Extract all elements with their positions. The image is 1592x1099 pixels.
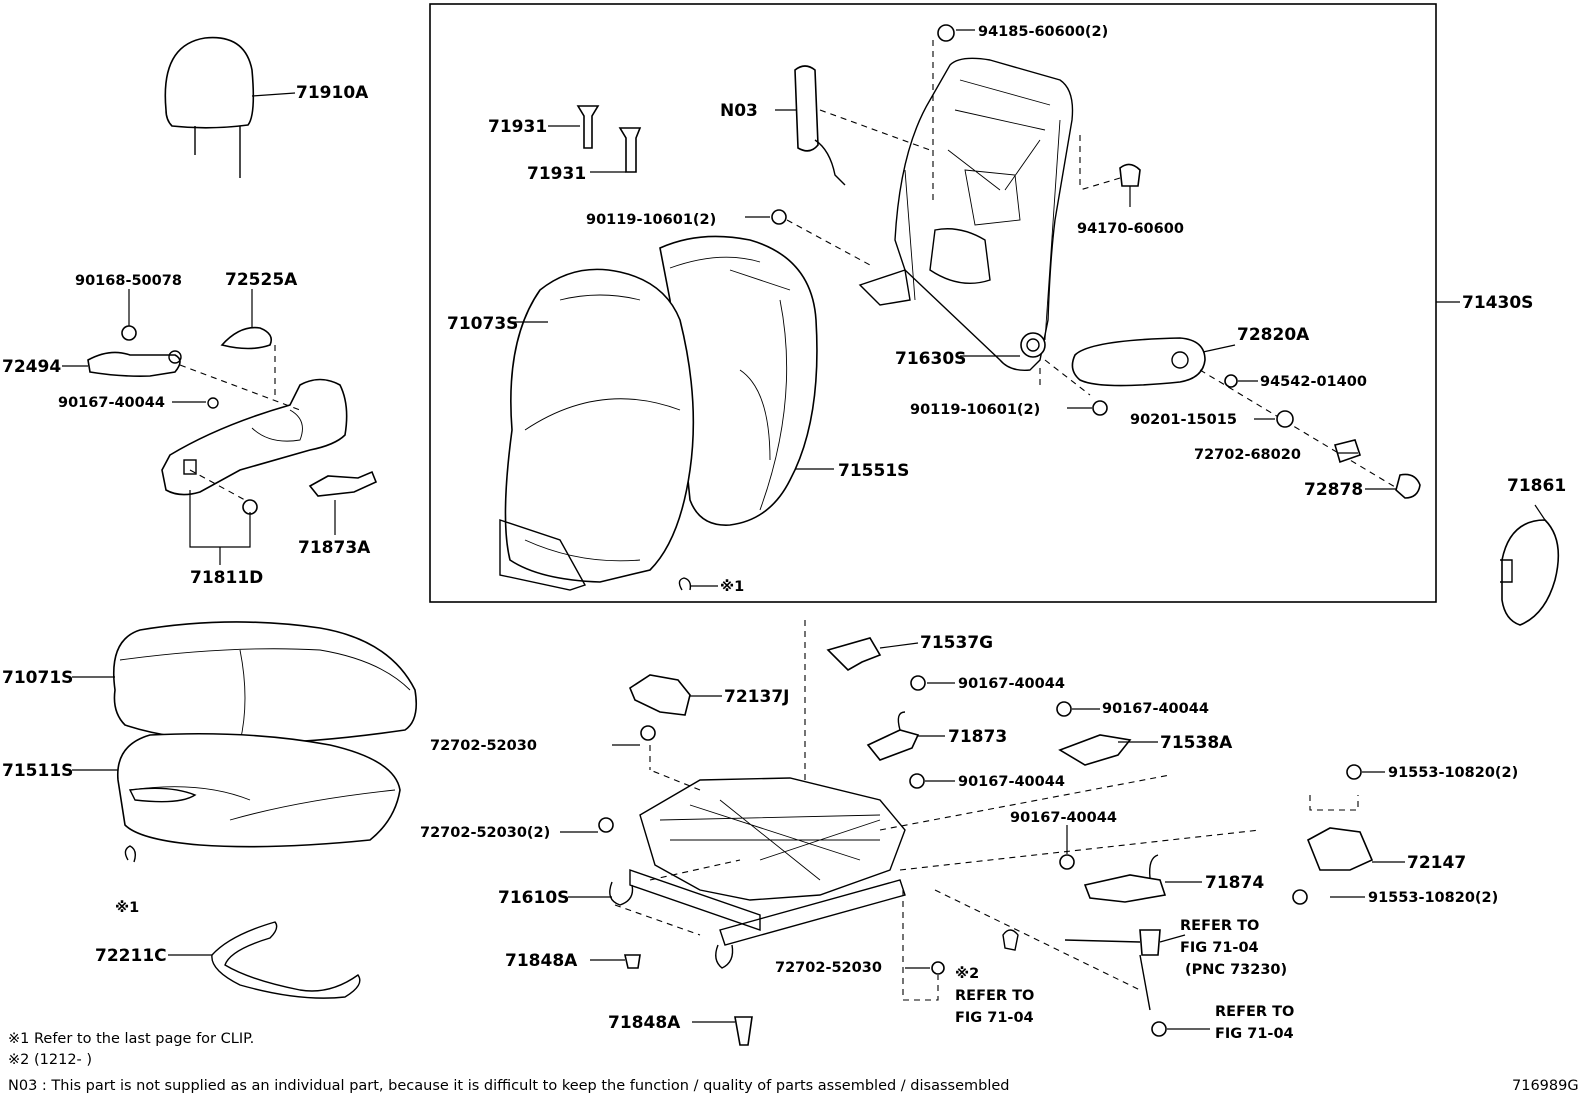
label-72525A: 72525A: [225, 270, 298, 290]
label-71537G: 71537G: [920, 633, 993, 653]
headrest-71910A[interactable]: [164, 36, 296, 178]
label-refer-to-3a: REFER TO: [1215, 1004, 1294, 1020]
footnotes: ※1 Refer to the last page for CLIP. ※2 (…: [8, 1031, 1579, 1094]
seatback-cover-71073S[interactable]: [499, 235, 834, 591]
label-clip-mark-top: ※1: [720, 579, 744, 595]
label-71873: 71873: [948, 727, 1007, 747]
label-71874: 71874: [1205, 873, 1264, 893]
label-refer-to-1c: (PNC 73230): [1185, 962, 1287, 978]
label-90167-40044-b: 90167-40044: [958, 676, 1065, 692]
label-N03: N03: [720, 101, 758, 121]
label-refer-to-1a: REFER TO: [1180, 918, 1259, 934]
label-72211C: 72211C: [95, 946, 167, 966]
label-71430S: 71430S: [1462, 293, 1533, 313]
label-90167-40044-a: 90167-40044: [58, 395, 165, 411]
label-90201-15015: 90201-15015: [1130, 412, 1237, 428]
label-71861: 71861: [1507, 476, 1566, 496]
label-91553-10820-b: 91553-10820(2): [1368, 890, 1498, 906]
label-refer-to-1b: FIG 71-04: [1180, 940, 1259, 956]
seat-adjuster-71610S[interactable]: [568, 620, 1261, 969]
seatback-assembly-frame: [429, 3, 1437, 603]
label-71610S: 71610S: [498, 888, 569, 908]
label-90119-10601-a: 90119-10601(2): [586, 212, 716, 228]
label-refer-to-2b: FIG 71-04: [955, 1010, 1034, 1026]
label-71551S: 71551S: [838, 461, 909, 481]
label-90119-10601-b: 90119-10601(2): [910, 402, 1040, 418]
label-94170-60600: 94170-60600: [1077, 221, 1184, 237]
label-refer-to-2a: REFER TO: [955, 988, 1034, 1004]
label-ref2-mark: ※2: [955, 966, 979, 982]
label-71811D: 71811D: [190, 568, 263, 588]
seatback-fasteners: [745, 24, 1141, 416]
label-90167-40044-d: 90167-40044: [958, 774, 1065, 790]
label-71910A: 71910A: [296, 83, 369, 103]
seat-cushion-71071S[interactable]: [72, 621, 418, 744]
label-72147: 72147: [1407, 853, 1466, 873]
label-90167-40044-e: 90167-40044: [1010, 810, 1117, 826]
label-94185-60600: 94185-60600(2): [978, 24, 1108, 40]
label-71511S: 71511S: [2, 761, 73, 781]
label-71931-b: 71931: [527, 164, 586, 184]
label-72702-68020: 72702-68020: [1194, 447, 1301, 463]
callout-labels: 71910A 90168-50078 72525A 72494 90167-40…: [2, 24, 1566, 1042]
label-refer-to-3b: FIG 71-04: [1215, 1026, 1294, 1042]
label-72137J: 72137J: [724, 687, 789, 707]
side-airbag-N03[interactable]: [775, 65, 931, 186]
label-clip-mark-bottom: ※1: [115, 900, 139, 916]
label-71630S: 71630S: [895, 349, 966, 369]
label-94542-01400: 94542-01400: [1260, 374, 1367, 390]
seatback-frame-71630S[interactable]: [858, 57, 1091, 396]
footnote-serial: ※2 (1212- ): [8, 1052, 92, 1068]
cushion-pad-71511S[interactable]: [72, 732, 401, 848]
footnote-clip: ※1 Refer to the last page for CLIP.: [8, 1031, 254, 1047]
label-71071S: 71071S: [2, 668, 73, 688]
label-72702-52030-a: 72702-52030: [430, 738, 537, 754]
label-71538A: 71538A: [1160, 733, 1233, 753]
label-72820A: 72820A: [1237, 325, 1310, 345]
label-90167-40044-c: 90167-40044: [1102, 701, 1209, 717]
armrest-72820A[interactable]: [1071, 337, 1421, 499]
headrest-guide-71931[interactable]: [548, 105, 642, 173]
label-71873A: 71873A: [298, 538, 371, 558]
seat-side-cover-group: [62, 289, 378, 565]
clip-symbol: [678, 577, 692, 591]
label-71073S: 71073S: [447, 314, 518, 334]
label-72702-52030-c: 72702-52030: [775, 960, 882, 976]
label-91553-10820-a: 91553-10820(2): [1388, 765, 1518, 781]
label-71931-a: 71931: [488, 117, 547, 137]
label-72494: 72494: [2, 357, 61, 377]
label-71848A-b: 71848A: [608, 1013, 681, 1033]
wire-72211C[interactable]: [211, 921, 361, 999]
figure-code: 716989G: [1512, 1078, 1579, 1094]
label-72878: 72878: [1304, 480, 1363, 500]
label-72702-52030-2: 72702-52030(2): [420, 825, 550, 841]
lower-brackets: [560, 637, 1405, 1046]
footnote-n03: N03 : This part is not supplied as an in…: [8, 1078, 1009, 1094]
clip-symbol-cushion: [124, 845, 137, 863]
side-cover-71861[interactable]: [1500, 504, 1560, 626]
label-90168-50078: 90168-50078: [75, 273, 182, 289]
label-71848A-a: 71848A: [505, 951, 578, 971]
